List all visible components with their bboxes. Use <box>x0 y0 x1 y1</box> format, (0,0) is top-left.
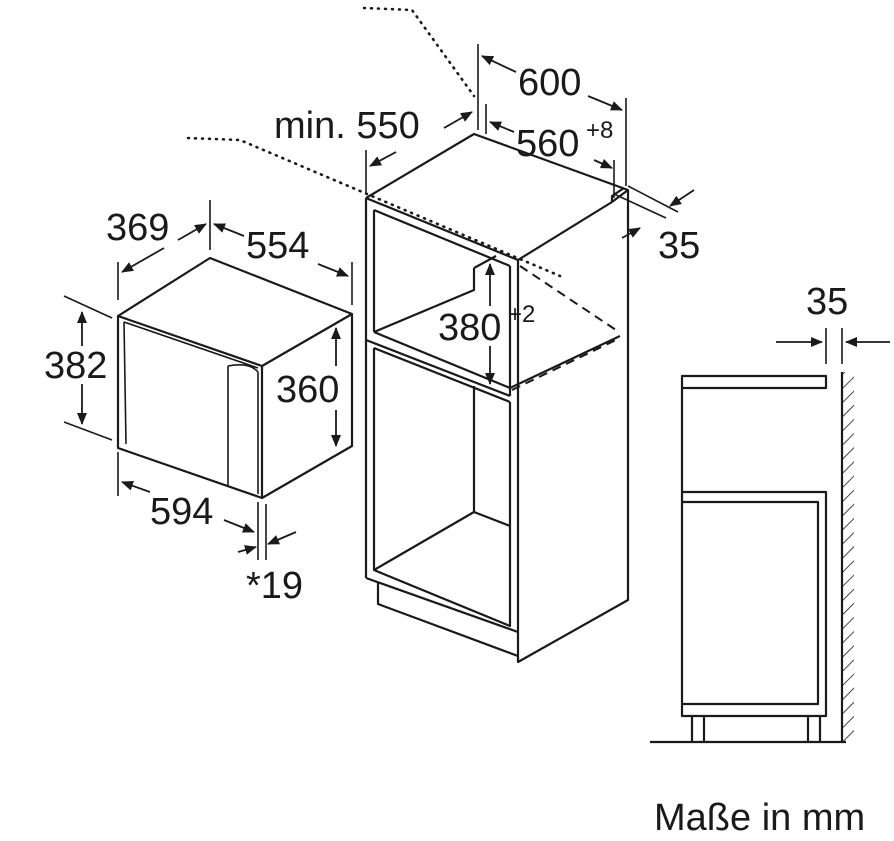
dim-600-line <box>477 44 627 186</box>
dim-35-top-line <box>613 185 695 239</box>
dotted-guide-lines <box>186 6 562 278</box>
dim-min550-line <box>365 111 473 194</box>
label-35-side: 35 <box>806 281 848 323</box>
dim-594-line <box>117 452 267 560</box>
label-380: 380 <box>438 307 501 349</box>
label-594: 594 <box>150 491 213 533</box>
microwave-appliance <box>116 256 354 500</box>
installation-cabinet <box>364 132 630 664</box>
label-min-550: min. 550 <box>274 105 420 147</box>
dim-369-line <box>117 200 211 300</box>
label-554: 554 <box>246 225 309 267</box>
dim-35-side-line <box>776 328 890 364</box>
label-360: 360 <box>276 369 339 411</box>
units-note: Maße in mm <box>654 797 865 839</box>
label-19: *19 <box>246 565 303 607</box>
label-600: 600 <box>518 62 581 104</box>
dim-382-line <box>63 295 113 441</box>
label-560: 560 <box>516 123 579 165</box>
side-view-section <box>650 372 854 744</box>
dim-560-line <box>485 104 615 198</box>
label-382: 382 <box>44 345 107 387</box>
label-369: 369 <box>106 207 169 249</box>
dim-19-line <box>237 531 297 555</box>
dim-554-line <box>213 223 353 305</box>
label-35-top: 35 <box>658 225 700 267</box>
label-560-tolerance: +8 <box>586 117 613 144</box>
label-380-tolerance: +2 <box>508 301 535 328</box>
